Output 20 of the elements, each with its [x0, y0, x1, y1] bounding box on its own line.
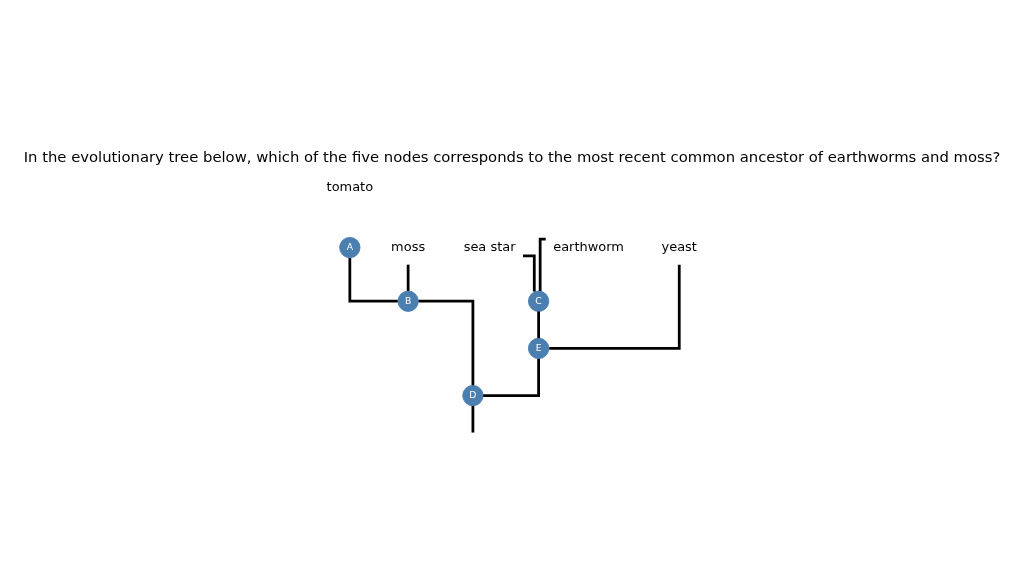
connector: [523, 254, 536, 292]
diagram-title: In the evolutionary tree below, which of the five nodes corresponds to the most recent common ancestor of earthworms and moss?: [23, 147, 1001, 165]
connector: [406, 264, 410, 291]
node-text: earthworm: [553, 238, 624, 254]
connector: [537, 310, 540, 338]
node-circle: B: [397, 290, 419, 312]
node-label: tomato: [326, 178, 374, 194]
connector: [471, 405, 475, 433]
connector: [483, 358, 540, 397]
node-text: moss: [391, 238, 426, 254]
node-circle: C: [527, 290, 550, 312]
node-text: sea star: [463, 238, 516, 254]
connector: [418, 299, 475, 385]
node-circle: A: [339, 236, 361, 258]
node-circle: E: [527, 337, 550, 359]
node-circle: D: [462, 384, 484, 406]
connector: [348, 257, 398, 303]
connector: [538, 237, 546, 291]
node-text: yeast: [661, 238, 697, 254]
connector: [549, 264, 681, 350]
